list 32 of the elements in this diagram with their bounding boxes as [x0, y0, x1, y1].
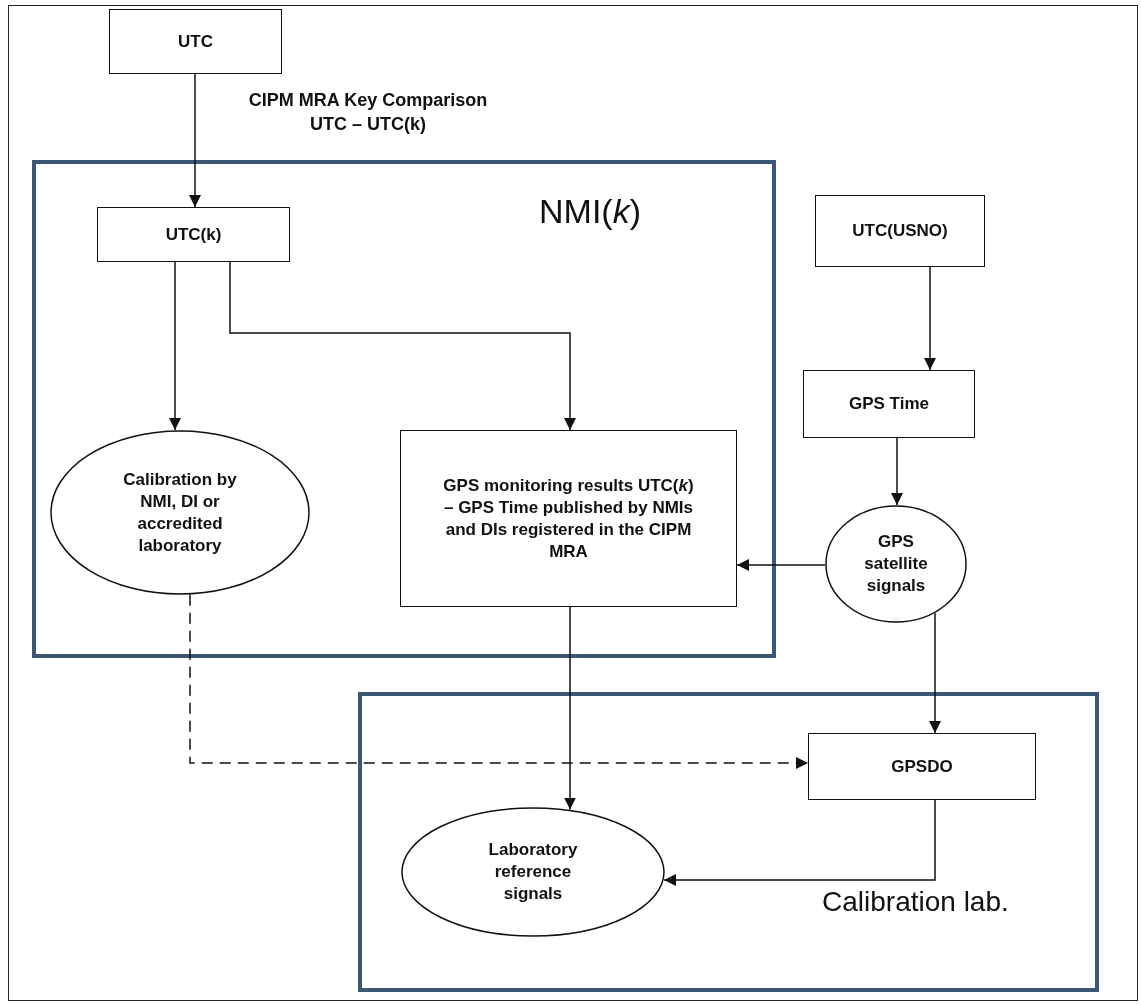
arrow: [189, 73, 201, 208]
node-label: UTC: [178, 30, 213, 53]
node-label: UTC(USNO): [852, 220, 948, 242]
node-label: Laboratory reference signals: [487, 839, 579, 905]
node-label: Calibration by NMI, DI or accredited laboratory: [122, 468, 238, 557]
dashed-arrow: [189, 594, 809, 769]
node-label: GPS satellite signals: [863, 531, 929, 597]
arrow: [929, 612, 941, 734]
process-box: [97, 207, 290, 262]
process-box: [815, 195, 985, 267]
arrow: [924, 266, 936, 371]
group-panel: [32, 160, 776, 658]
group-panel: [358, 692, 1099, 992]
arrow: [891, 437, 903, 506]
arrow: [564, 606, 576, 811]
ellipse-node: [401, 807, 665, 937]
node-label: GPS Time: [849, 393, 929, 415]
process-box: [808, 733, 1036, 800]
ellipse-node: [825, 505, 967, 623]
process-box: [400, 430, 737, 607]
ellipse-node: [50, 430, 310, 595]
panel-title: Calibration lab.: [822, 886, 1009, 918]
process-box: [109, 9, 282, 74]
arrow: [663, 799, 936, 886]
arrow: [169, 261, 181, 431]
arrow: [736, 559, 826, 571]
panel-title: NMI(k): [539, 192, 641, 231]
node-label: GPSDO: [891, 755, 953, 778]
node-label: UTC(k): [165, 223, 222, 246]
node-label: GPS monitoring results UTC(k) – GPS Time published by NMIs and DIs registered in the CIPM MRA: [442, 474, 695, 563]
arrow: [229, 261, 576, 431]
process-box: [803, 370, 975, 438]
